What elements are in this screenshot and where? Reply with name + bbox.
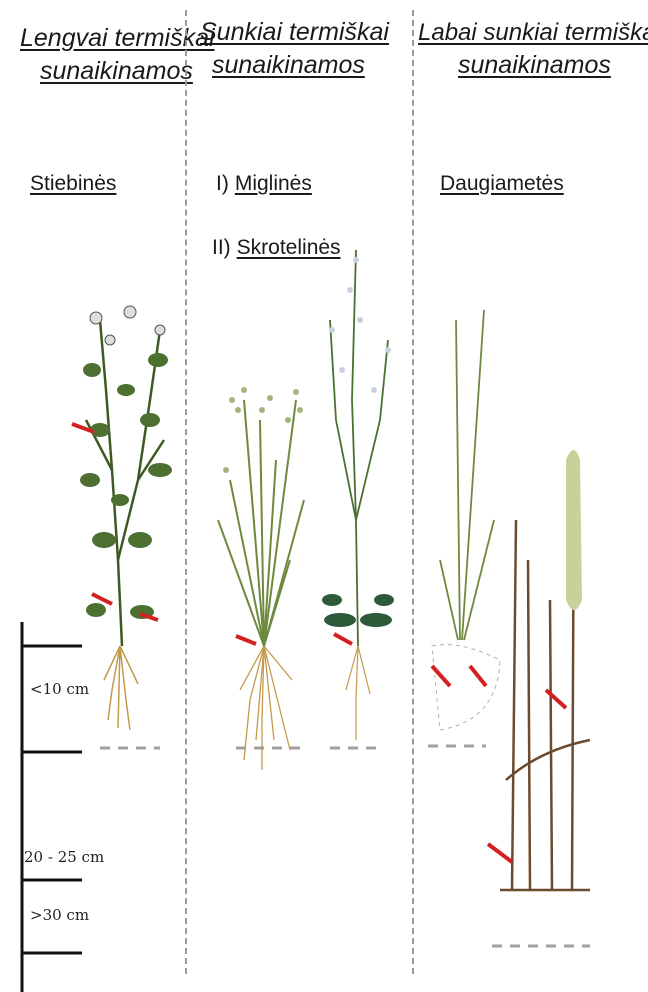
weed-plant-icon [80,306,172,730]
grass-plant-icon [218,387,304,770]
horsetail-rhizome-icon [500,450,590,890]
flowering-plant-icon [322,250,394,740]
perennial-grass-icon [432,310,500,730]
red-arrows [72,424,566,862]
ground-lines [100,746,590,946]
depth-scale [22,622,82,992]
